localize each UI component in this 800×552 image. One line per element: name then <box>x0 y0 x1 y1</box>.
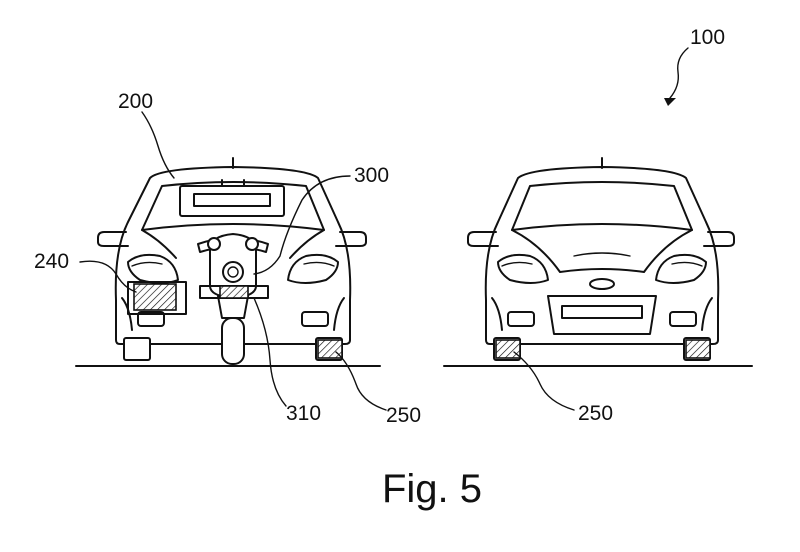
label-310: 310 <box>286 402 321 425</box>
leader-100 <box>669 47 689 99</box>
vehicle-right <box>467 157 735 361</box>
label-250-right: 250 <box>578 402 613 425</box>
leader-250-left <box>335 351 387 411</box>
label-300: 300 <box>354 164 389 187</box>
vehicle-left <box>97 157 367 361</box>
label-250-left: 250 <box>386 404 421 427</box>
figure-caption: Fig. 5 <box>382 467 482 511</box>
label-240: 240 <box>34 250 69 273</box>
leader-300 <box>253 175 351 275</box>
leader-240 <box>79 260 137 293</box>
arrow-100 <box>664 98 676 106</box>
leader-200 <box>141 111 175 179</box>
label-200: 200 <box>118 90 153 113</box>
leader-310 <box>253 297 287 407</box>
motorcycle <box>197 233 269 365</box>
label-100: 100 <box>690 26 725 49</box>
leader-250-right <box>513 351 575 411</box>
